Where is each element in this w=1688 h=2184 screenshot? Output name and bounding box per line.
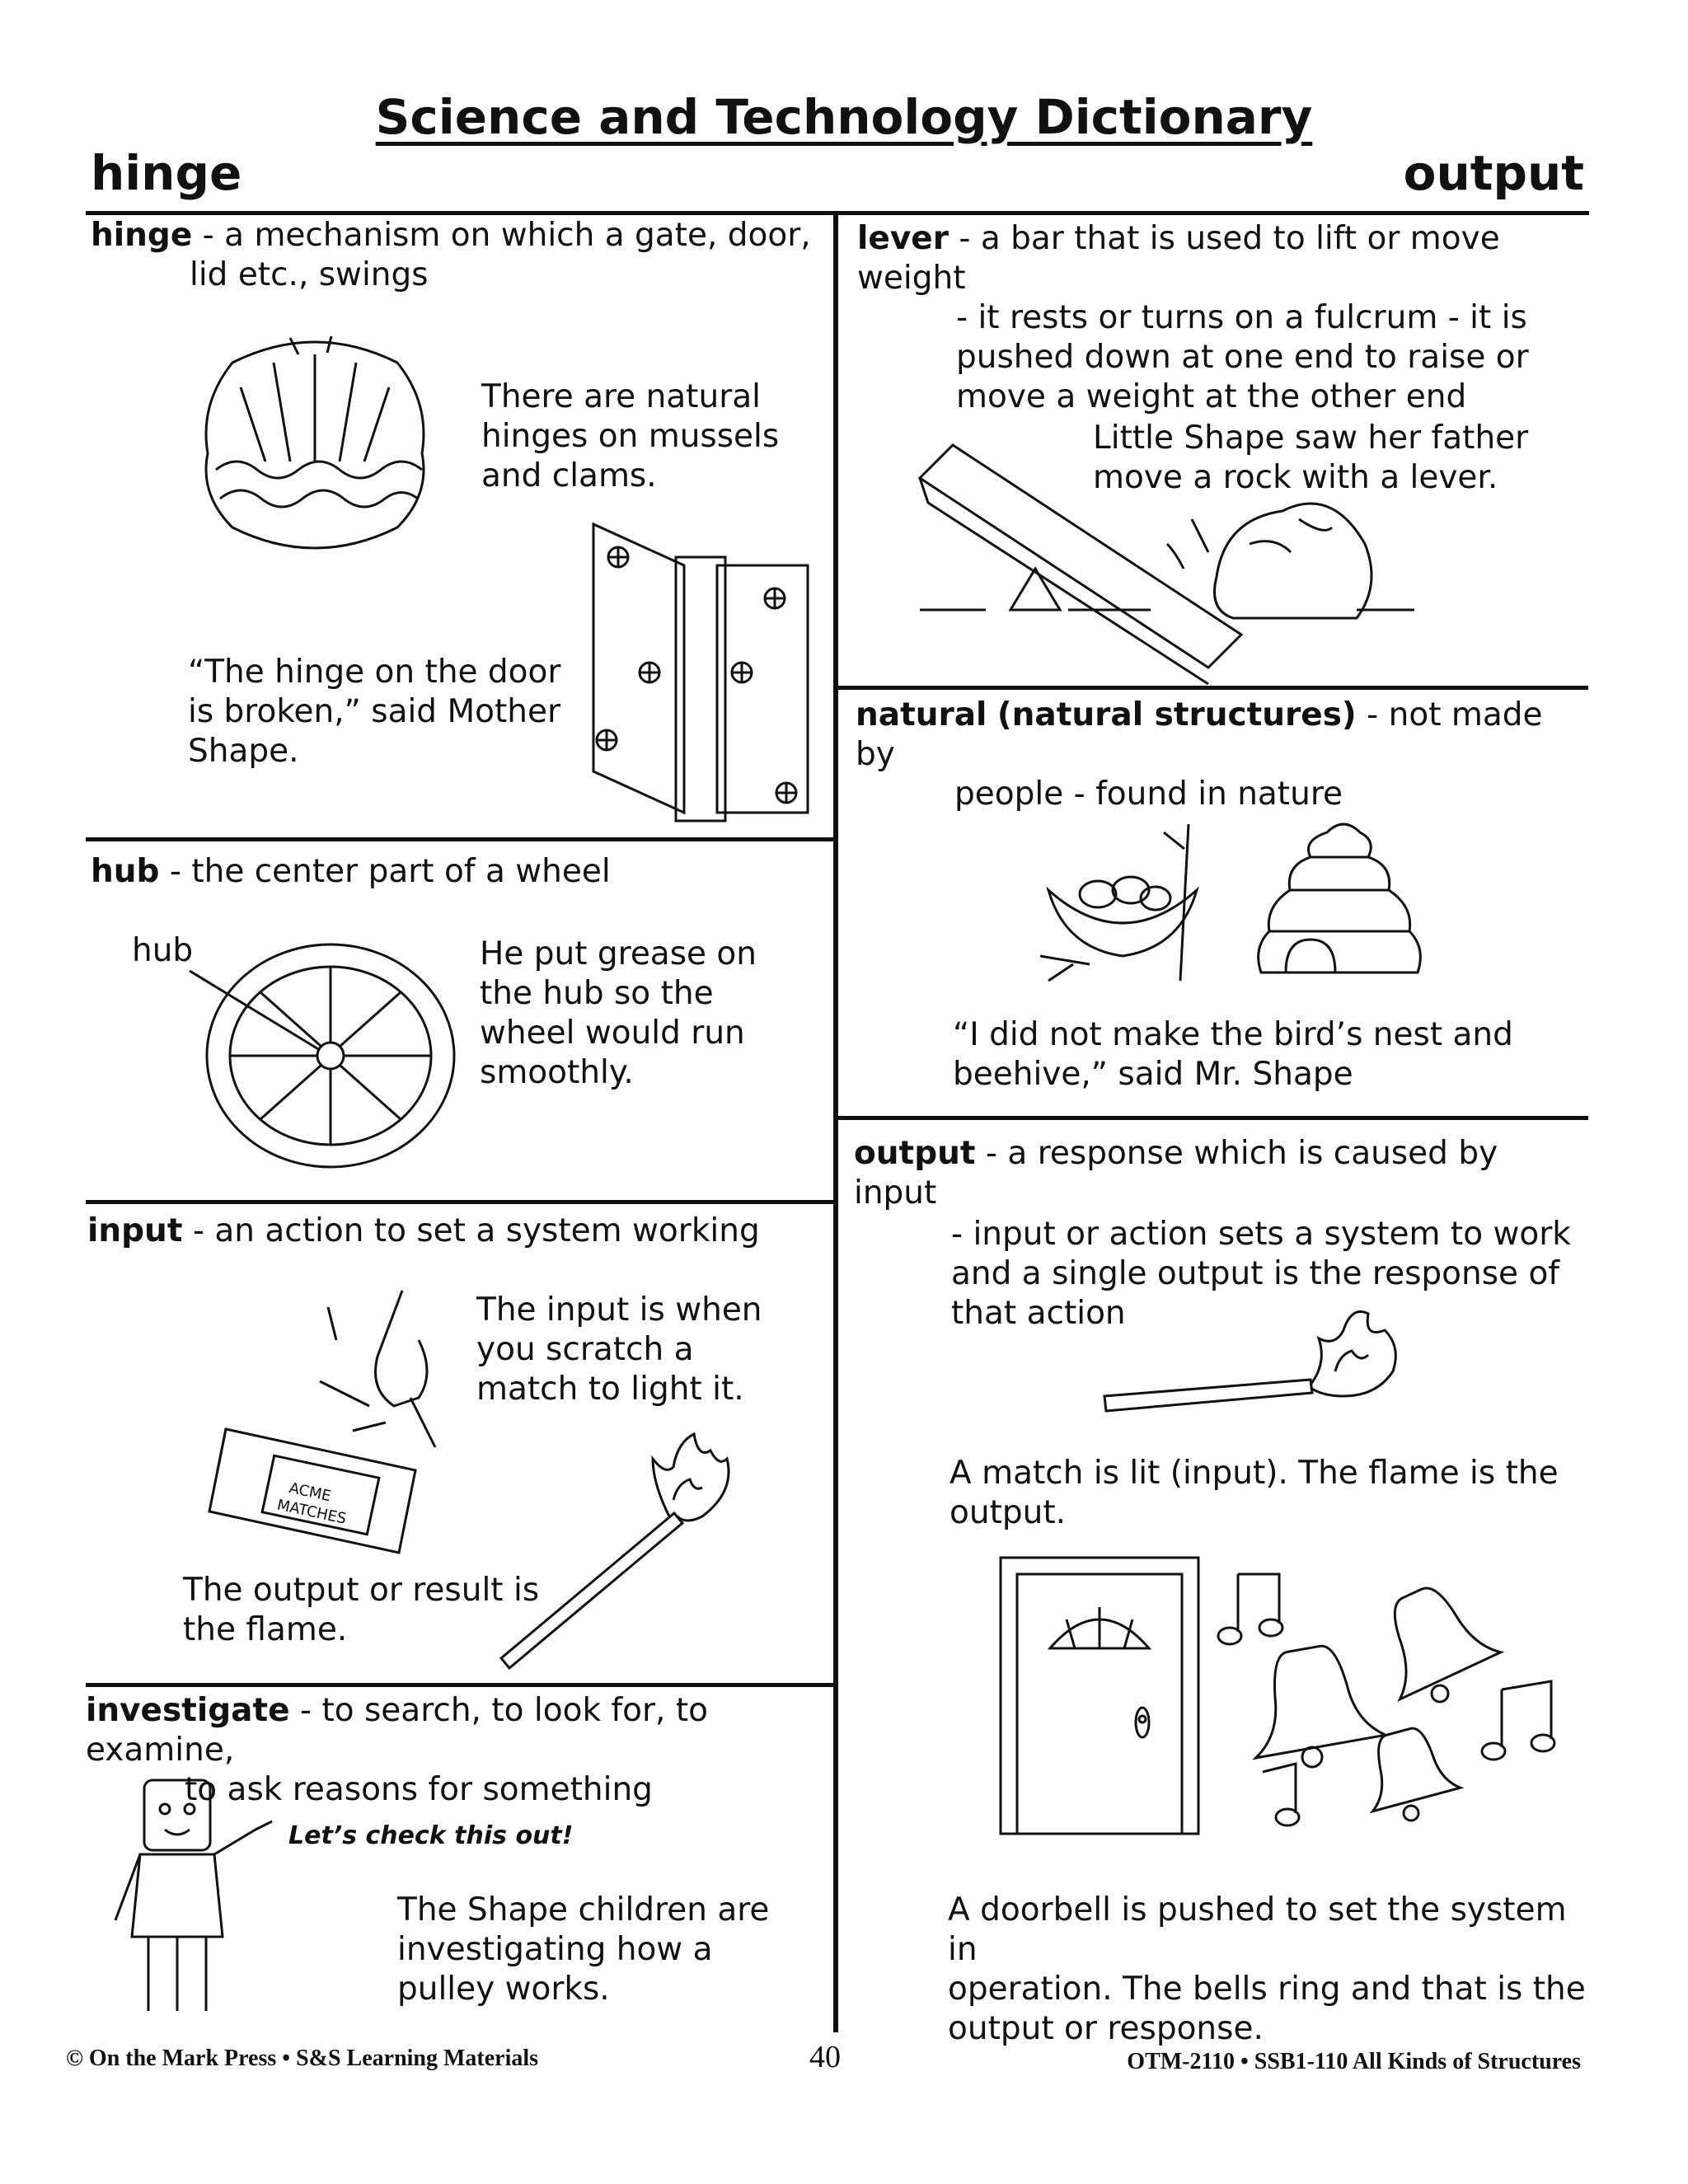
input-result-line: the flame. (183, 1611, 348, 1648)
investigate-note-line: pulley works. (397, 1971, 610, 2008)
output-doorbell-note-line: A doorbell is pushed to set the system i… (948, 1891, 1567, 1968)
definition-hinge: - a mechanism on which a gate, door, (202, 217, 811, 254)
definition-investigate-cont: to ask reasons for something (185, 1771, 653, 1808)
term-output: output (854, 1135, 976, 1172)
hub-note: He put grease on the hub so the wheel wo… (480, 935, 826, 1093)
lit-match-illustration (499, 1432, 730, 1671)
input-note: The input is when you scratch a match to… (476, 1291, 823, 1409)
match-box-illustration: ACME MATCHES (208, 1427, 417, 1554)
hinge-quote-line: Shape. (188, 733, 299, 770)
output-doorbell-note-line: operation. The bells ring and that is th… (948, 1971, 1586, 2008)
hinge-note-line: There are natural (481, 378, 761, 415)
definition-hinge-cont: lid etc., swings (190, 256, 429, 293)
definition-natural: - not made by (856, 696, 1543, 773)
page-number: 40 (809, 2040, 841, 2074)
output-match-note-line: output. (950, 1494, 1067, 1531)
mr-shape-character-illustration (114, 1779, 273, 2011)
output-detail: - input or action sets a system to work … (951, 1215, 1594, 1333)
input-result-line: The output or result is (183, 1572, 540, 1609)
term-natural-paren: (natural structures) (996, 696, 1357, 733)
term-hinge: hinge (91, 217, 193, 254)
natural-quote-line: beehive,” said Mr. Shape (953, 1056, 1353, 1093)
entry-hub: hub - the center part of a wheel (91, 852, 816, 892)
hinge-quote-line: “The hinge on the door (188, 654, 561, 691)
input-note-line: you scratch a (476, 1331, 694, 1368)
definition-natural-cont: people - found in nature (954, 776, 1343, 813)
investigate-note-line: investigating how a (397, 1931, 713, 1968)
door-hinge-illustration (592, 522, 809, 823)
definition-lever: - a bar that is used to lift or move wei… (857, 220, 1500, 297)
definition-hub: - the center part of a wheel (169, 853, 611, 890)
investigate-note: The Shape children are investigating how… (397, 1891, 809, 2009)
page-title: Science and Technology Dictionary (375, 89, 1313, 145)
entry-lever: lever - a bar that is used to lift or mo… (857, 219, 1591, 417)
input-result: The output or result is the flame. (183, 1571, 579, 1650)
hinge-note: There are natural hinges on mussels and … (481, 377, 811, 496)
investigate-note-line: The Shape children are (397, 1891, 770, 1929)
output-doorbell-note: A doorbell is pushed to set the system i… (948, 1891, 1599, 2049)
output-detail-line: that action (951, 1295, 1126, 1332)
hinge-quote: “The hinge on the door is broken,” said … (188, 653, 584, 771)
burning-match-illustration (1103, 1310, 1397, 1413)
rule-natural-output (838, 1116, 1588, 1120)
term-lever: lever (857, 220, 949, 257)
definition-input: - an action to set a system working (192, 1212, 760, 1249)
definition-lever-cont: pushed down at one end to raise or (956, 339, 1529, 376)
natural-quote: “I did not make the bird’s nest and beeh… (953, 1015, 1596, 1094)
wheel-illustration (189, 943, 456, 1169)
term-natural: natural (856, 696, 987, 733)
hinge-quote-line: is broken,” said Mother (188, 693, 561, 730)
hinge-note-line: and clams. (481, 457, 657, 494)
hinge-note-line: hinges on mussels (481, 418, 780, 455)
hub-callout-label: hub (132, 932, 194, 969)
entry-natural: natural (natural structures) - not made … (856, 696, 1589, 814)
output-match-note-line: A match is lit (input). The flame is the (950, 1455, 1559, 1492)
rule-input-investigate (86, 1683, 836, 1687)
entry-output: output - a response which is caused by i… (854, 1134, 1587, 1213)
definition-lever-cont: - it rests or turns on a fulcrum - it is (956, 299, 1527, 336)
output-match-note: A match is lit (input). The flame is the… (950, 1454, 1592, 1533)
guide-word-right: output (1403, 145, 1584, 201)
lever-note: Little Shape saw her father move a rock … (1093, 419, 1587, 498)
column-divider (833, 211, 838, 2032)
lever-and-rock-illustration (917, 443, 1414, 686)
rule-hinge-hub (86, 837, 836, 841)
footer-publisher: © On the Mark Press • S&S Learning Mater… (66, 2046, 539, 2071)
entry-hinge: hinge - a mechanism on which a gate, doo… (91, 216, 816, 295)
term-investigate: investigate (86, 1692, 290, 1729)
hub-note-line: the hub so the (480, 975, 714, 1012)
output-detail-line: and a single output is the response of (951, 1255, 1560, 1292)
definition-output: - a response which is caused by input (854, 1135, 1498, 1212)
front-door-illustration (999, 1556, 1200, 1835)
lever-note-line: Little Shape saw her father (1093, 419, 1529, 457)
hub-note-line: smoothly. (480, 1054, 634, 1091)
definition-investigate: - to search, to look for, to examine, (86, 1692, 708, 1769)
natural-quote-line: “I did not make the bird’s nest and (953, 1016, 1513, 1053)
term-input: input (87, 1212, 183, 1249)
term-hub: hub (91, 853, 160, 890)
definition-lever-cont: move a weight at the other end (956, 378, 1467, 415)
entry-investigate: investigate - to search, to look for, to… (86, 1691, 828, 1810)
rule-hub-input (86, 1200, 836, 1204)
hub-note-line: He put grease on (480, 935, 757, 972)
input-note-line: The input is when (476, 1291, 762, 1329)
beehive-illustration (1257, 823, 1422, 974)
input-note-line: match to light it. (476, 1371, 744, 1408)
bird-nest-illustration (1039, 823, 1199, 982)
guide-word-left: hinge (91, 145, 242, 201)
ringing-bells-illustration (1217, 1572, 1556, 1827)
hand-striking-match-illustration (319, 1290, 437, 1448)
clam-shell-illustration (204, 335, 425, 550)
rule-lever-natural (838, 686, 1588, 690)
footer-series: OTM-2110 • SSB1-110 All Kinds of Structu… (1127, 2049, 1581, 2074)
lever-note-line: move a rock with a lever. (1093, 459, 1498, 496)
speech-lets-check: Let’s check this out! (288, 1821, 574, 1850)
entry-input: input - an action to set a system workin… (87, 1212, 813, 1251)
hub-note-line: wheel would run (480, 1015, 745, 1052)
output-detail-line: - input or action sets a system to work (951, 1216, 1571, 1253)
output-doorbell-note-line: output or response. (948, 2010, 1264, 2047)
